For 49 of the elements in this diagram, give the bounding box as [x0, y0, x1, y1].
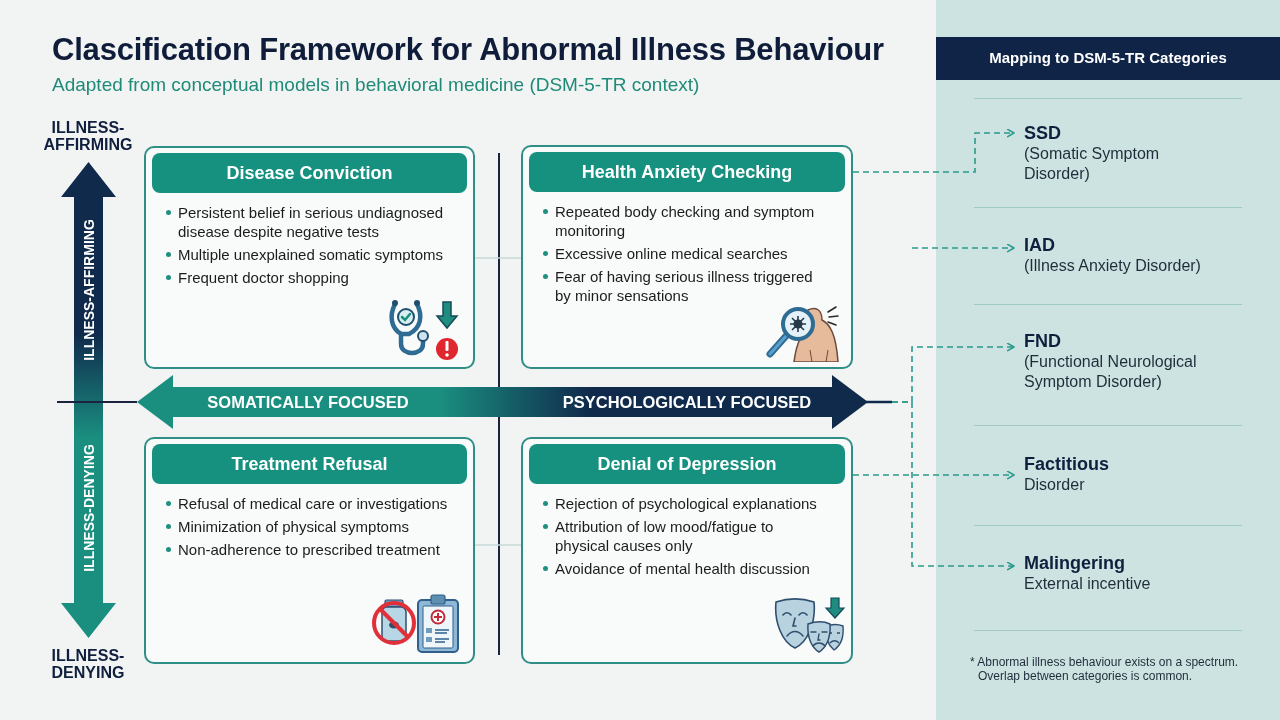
panel-header: Mapping to DSM-5-TR Categories — [936, 37, 1280, 80]
category-description: Disorder — [1024, 475, 1085, 495]
axis-label: ILLNESS-DENYING — [80, 444, 97, 572]
category-name: Factitious — [1024, 453, 1109, 475]
connector-line — [474, 544, 522, 546]
bullet-text: Attribution of low mood/fatigue to physical causes only — [555, 517, 775, 555]
mapping-panel — [936, 0, 1280, 720]
bullet-text: Frequent doctor shopping — [178, 268, 349, 287]
axis-label: ILLNESS-AFFIRMING — [80, 219, 97, 361]
diagram-title: Clascification Framework for Abnormal Illness Behaviour — [52, 31, 884, 69]
bullet-text: Minimization of physical symptoms — [178, 517, 409, 536]
bullet-text: Multiple unexplained somatic symptoms — [178, 245, 444, 264]
bullet-text: Fear of having serious illness triggered by minor sensations — [555, 267, 814, 305]
behavior-card — [521, 145, 853, 369]
double-arrow — [137, 375, 892, 429]
category-name: SSD — [1024, 122, 1061, 144]
category-name: Malingering — [1024, 552, 1125, 574]
double-arrow — [61, 162, 116, 638]
axis-label: SOMATICALLY FOCUSED — [207, 392, 409, 412]
card-title-bar: Denial of Depression — [529, 444, 845, 484]
category-name: FND — [1024, 330, 1061, 352]
bullet-text: Rejection of psychological explanations — [555, 494, 817, 513]
behavior-card — [521, 437, 853, 664]
connector-line — [474, 257, 522, 259]
category-name: IAD — [1024, 234, 1055, 256]
axis-end-label: ILLNESS-AFFIRMING — [43, 119, 133, 153]
bullet-text: Avoidance of mental health discussion — [555, 559, 810, 578]
subtitle: Adapted from conceptual models in behavioral medicine (DSM-5-TR context) — [52, 73, 700, 97]
dashed-arrow — [891, 401, 1015, 571]
dashed-arrow — [852, 470, 1015, 480]
axis-label: PSYCHOLOGICALLY FOCUSED — [562, 392, 812, 412]
bullet-text: Excessive online medical searches — [555, 244, 788, 263]
behavior-card — [144, 146, 475, 369]
bullet-text: Non-adherence to prescribed treatment — [178, 540, 440, 559]
card-title-bar: Health Anxiety Checking — [529, 152, 845, 192]
axis-end-label: ILLNESS-DENYING — [51, 647, 125, 681]
card-title-bar: Disease Conviction — [152, 153, 467, 193]
dashed-arrow — [911, 243, 1015, 253]
behavior-card — [144, 437, 475, 664]
bullet-text: Persistent belief in serious undiagnosed disease despite negative tests — [178, 203, 445, 241]
bullet-text: Refusal of medical care or investigations — [178, 494, 448, 513]
bullet-text: Repeated body checking and symptom monitoring — [555, 202, 816, 240]
category-description: (Illness Anxiety Disorder) — [1024, 256, 1201, 276]
category-description: (Functional Neurological Symptom Disorder) — [1024, 352, 1198, 392]
category-description: (Somatic Symptom Disorder) — [1024, 144, 1161, 184]
dashed-arrow — [852, 128, 1015, 173]
footnote: * Abnormal illness behaviour exists on a spectrum. Overlap between categories is common. — [970, 655, 1240, 683]
card-title-bar: Treatment Refusal — [152, 444, 467, 484]
category-description: External incentive — [1024, 574, 1151, 594]
